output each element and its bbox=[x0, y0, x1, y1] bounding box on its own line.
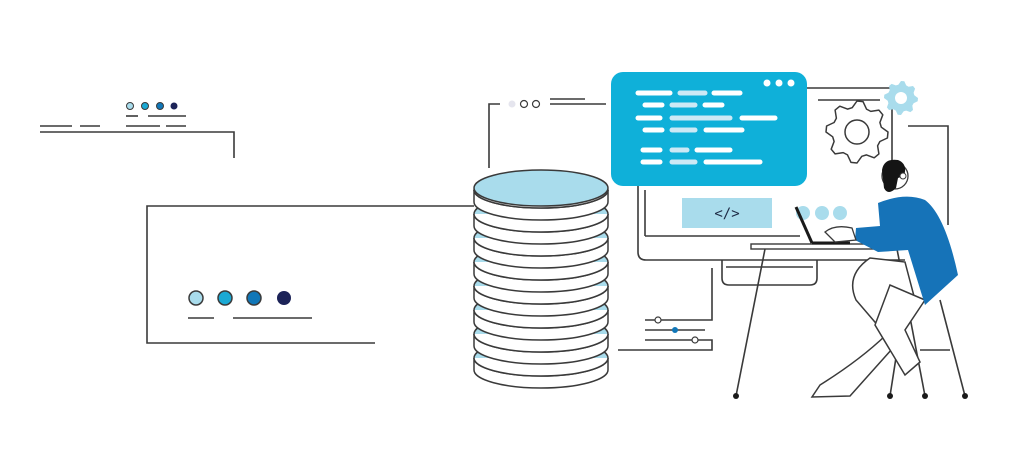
laptop-icon bbox=[794, 206, 850, 245]
database-top bbox=[473, 169, 609, 207]
code-window-icon bbox=[611, 72, 807, 186]
code-tag-box bbox=[682, 198, 772, 228]
top-left-connector bbox=[40, 102, 235, 158]
dot-light bbox=[188, 290, 204, 306]
database-icon bbox=[473, 169, 609, 389]
slider-controls bbox=[618, 268, 713, 351]
dot-navy bbox=[277, 291, 291, 305]
dot-blue bbox=[246, 290, 262, 306]
dot-navy bbox=[170, 102, 178, 110]
code-tag-label: </> bbox=[714, 206, 739, 222]
dot-cyan bbox=[217, 290, 233, 306]
small-gear-icon bbox=[884, 81, 918, 115]
developer-person bbox=[810, 159, 968, 399]
dot-cyan bbox=[141, 102, 149, 110]
top-connector bbox=[488, 98, 606, 168]
gear-icon bbox=[825, 100, 889, 164]
left-panel bbox=[146, 205, 474, 344]
monitor-icon: </> bbox=[637, 87, 949, 286]
dot-light bbox=[126, 102, 134, 110]
dot-blue bbox=[156, 102, 164, 110]
